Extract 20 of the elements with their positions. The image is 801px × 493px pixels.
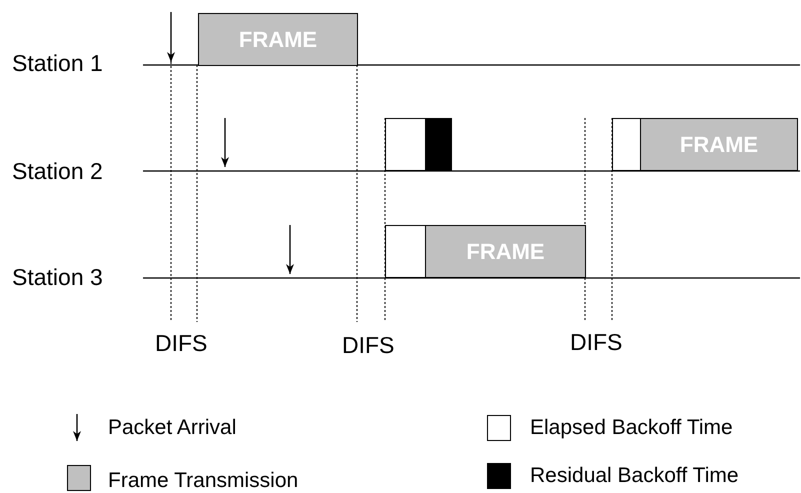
frame-block	[198, 13, 358, 66]
interval-label: DIFS	[155, 330, 208, 357]
frame-block	[425, 225, 586, 278]
frame-label: FRAME	[466, 238, 545, 264]
row-label: Station 1	[12, 50, 103, 77]
frame-block	[640, 118, 798, 171]
elapsed-backoff-block	[385, 225, 426, 278]
elapsed-backoff-block	[612, 118, 641, 171]
row-label: Station 2	[12, 158, 103, 185]
frame-label: FRAME	[680, 132, 758, 158]
legend-label: Packet Arrival	[108, 416, 236, 440]
frame-label: FRAME	[238, 26, 318, 52]
interval-label: DIFS	[570, 329, 622, 356]
legend-label: Elapsed Backoff Time	[530, 416, 733, 440]
legend-label: Residual Backoff Time	[530, 464, 739, 488]
residual-backoff-block	[425, 118, 452, 171]
interval-label: DIFS	[342, 332, 394, 359]
elapsed-backoff-block	[385, 118, 426, 171]
legend-label: Frame Transmission	[108, 469, 298, 493]
row-label: Station 3	[12, 264, 103, 291]
